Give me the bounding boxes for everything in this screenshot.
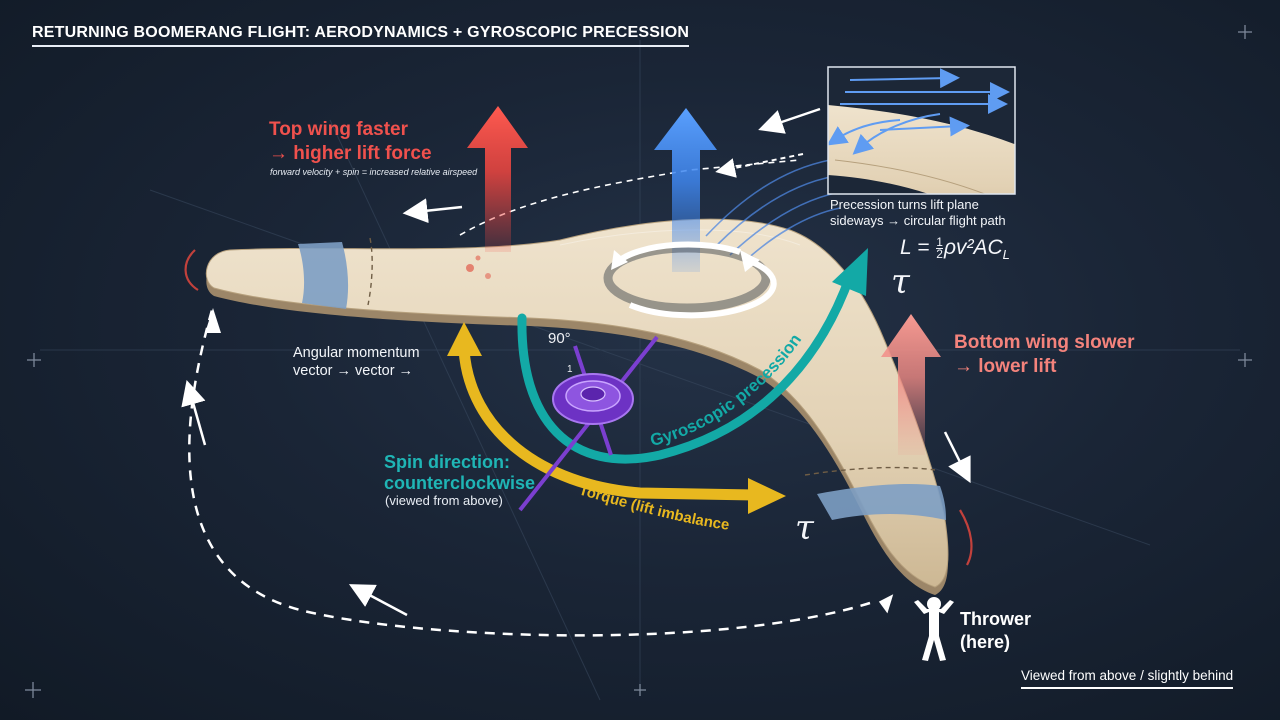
top-wing-line1: Top wing faster <box>269 119 408 140</box>
spin-direction-line2: counterclockwise <box>384 473 536 493</box>
angular-momentum-label: Angular momentum vector → vector → <box>293 344 420 380</box>
torque-arc <box>447 322 786 514</box>
airflow-arrows <box>402 107 971 484</box>
wing-band-bottom <box>817 483 946 520</box>
spin-gyroscope-icon <box>518 335 659 512</box>
wing-band-top <box>298 242 349 309</box>
top-wing-line2: → higher lift force <box>269 143 432 164</box>
lift-arrow-center <box>654 108 717 272</box>
bottom-wing-label: Bottom wing slower → lower lift <box>954 331 1135 379</box>
precession-note-line2: sideways → circular flight path <box>830 213 1006 228</box>
tau-symbol-precession: τ <box>891 262 910 302</box>
precession-note-line1: Precession turns lift plane <box>830 197 979 212</box>
boomerang <box>184 218 973 595</box>
precession-arc <box>517 248 868 464</box>
angular-momentum-line1: Angular momentum <box>293 345 420 361</box>
inset-airflow-detail <box>827 66 1016 195</box>
lift-arrow-bottom <box>881 314 941 455</box>
formula-denominator: 2 <box>936 246 943 261</box>
angle-label: 90° <box>548 330 571 347</box>
top-wing-note: forward velocity + spin = increased rela… <box>270 167 478 177</box>
spin-direction-note: (viewed from above) <box>385 493 503 508</box>
formula-lhs: L = <box>900 236 930 259</box>
rotation-circle-icon <box>603 241 777 319</box>
lift-arrow-top <box>467 106 528 252</box>
formula-subscript: L <box>1002 247 1010 263</box>
thrower-person-icon <box>914 597 954 661</box>
thrower-line2: (here) <box>960 632 1011 652</box>
bottom-wing-line2: → lower lift <box>954 356 1057 377</box>
tau-symbol-torque: τ <box>795 508 814 548</box>
view-note: Viewed from above / slightly behind <box>1021 668 1234 689</box>
diagram-title: RETURNING BOOMERANG FLIGHT: AERODYNAMICS… <box>32 24 690 47</box>
thrower-label: Thrower (here) <box>960 608 1031 654</box>
top-wing-label: Top wing faster → higher lift force <box>269 118 432 166</box>
spin-direction-label: Spin direction: counterclockwise <box>384 452 535 494</box>
spin-direction-line1: Spin direction: <box>384 452 510 472</box>
formula-numerator: 1 <box>936 234 943 249</box>
precession-note: Precession turns lift plane sideways → c… <box>830 197 1006 229</box>
formula-rhs: ρv²AC <box>943 236 1003 259</box>
axis-small-label: 1 <box>567 364 573 375</box>
airflow-streaks <box>705 159 841 263</box>
bottom-wing-line1: Bottom wing slower <box>954 332 1135 353</box>
thrower-line1: Thrower <box>960 609 1032 629</box>
corner-crosshair-icons <box>25 25 1252 698</box>
angular-momentum-line2: vector → vector → <box>293 363 414 379</box>
flight-path <box>181 308 894 637</box>
